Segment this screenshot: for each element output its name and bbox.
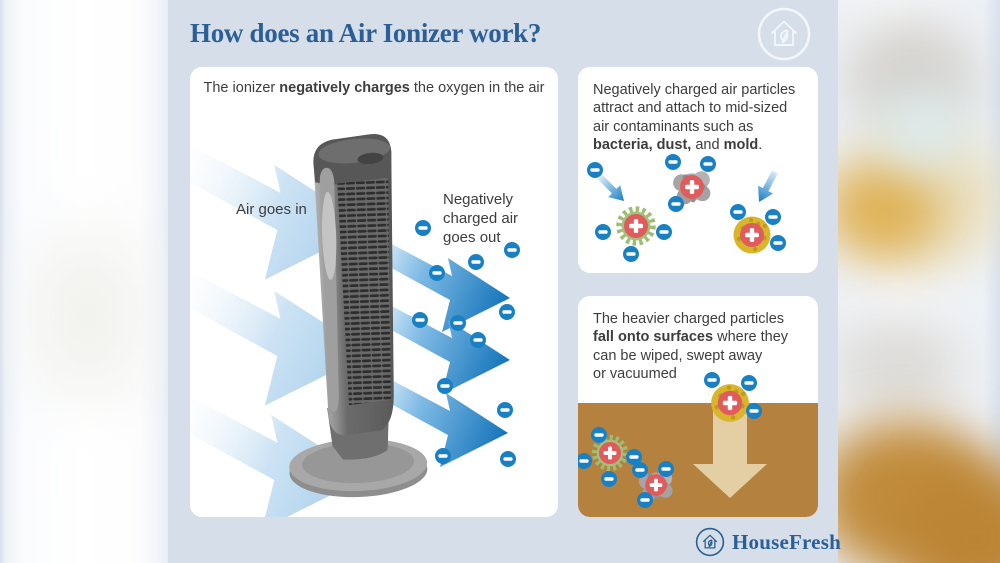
mold-icon [734,217,771,254]
bold-text: fall onto surfaces [593,329,714,346]
panel-text: Negatively charged air particles attract… [593,81,795,155]
text-line: The heavier charged particles [593,311,785,327]
plain-text: . [758,137,763,154]
text-line: fall onto surfaces where they [593,328,788,346]
text-line: bacteria, dust, and mold. [593,136,795,154]
surface-icon [578,403,818,517]
plain-text: where they [713,329,789,346]
page-title: How does an Air Ionizer work? [190,18,542,48]
house-leaf-icon [757,7,811,61]
house-leaf-icon [695,527,725,557]
backdrop-blob [875,92,970,167]
bold-text: bacteria, dust, [593,137,692,154]
fall-arrow-icon [693,408,767,498]
panel-ionizer: The ionizer negatively charges the oxyge… [190,67,558,517]
plain-text: and [691,137,724,154]
bacteria-icon [620,210,652,242]
brand-name: HouseFresh [732,529,841,554]
brand-logo: HouseFresh [695,527,841,557]
heading-text: The ionizer [203,80,280,96]
text-line: air contaminants such as [593,118,754,135]
backdrop-blob [830,160,940,260]
air-goes-out-label: Negatively charged air goes out [443,191,519,246]
text-line: Negatively charged air particles [593,82,796,98]
fallout-illustration [578,372,818,517]
panel-heading: The ionizer negatively charges the oxyge… [190,80,558,96]
panel-fallout: The heavier charged particles fall onto … [578,296,818,517]
blurred-backdrop-left [0,0,170,563]
blurred-backdrop-right [830,0,1000,563]
heading-text: the oxygen in the air [409,80,545,96]
text-line: attract and attach to mid-sized [593,100,788,117]
panel-text: The heavier charged particles fall onto … [593,310,788,384]
air-goes-in-label: Air goes in [236,201,307,218]
ionizer-illustration [190,134,520,517]
infographic-canvas: How does an Air Ionizer work? The ionize… [168,0,841,563]
bold-text: mold [723,137,759,154]
text-line: or vacuumed [593,366,677,383]
airflow-out-arrow-icon [382,240,510,467]
backdrop-blob [833,318,963,413]
text-line: can be wiped, swept away [593,347,763,364]
tower-fan-icon [289,134,428,498]
panel-attraction: Negatively charged air particles attract… [578,67,818,273]
heading-bold-text: negatively charges [279,80,410,96]
mold-icon [711,384,749,422]
